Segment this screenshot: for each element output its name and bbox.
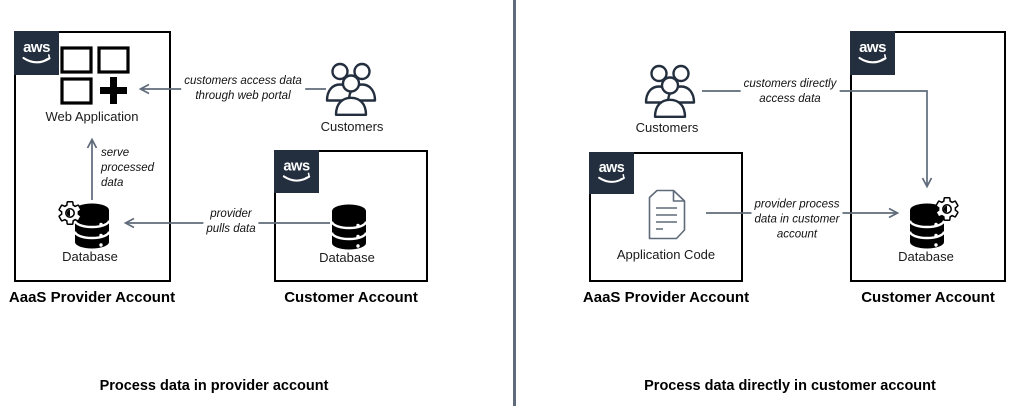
aws-logo-text: aws bbox=[283, 159, 310, 175]
aws-logo-text: aws bbox=[23, 39, 50, 56]
database-label: Database bbox=[62, 249, 118, 264]
divider-line bbox=[513, 0, 516, 406]
application-code-icon bbox=[648, 189, 686, 240]
right-diagram-caption: Process data directly in customer accoun… bbox=[644, 378, 936, 394]
aws-logo-icon: aws bbox=[14, 31, 59, 75]
customers-label: Customers bbox=[635, 120, 699, 135]
database-label: Database bbox=[319, 250, 375, 265]
customers-icon bbox=[325, 62, 377, 116]
arrow-label-process: provider process data in customer accoun… bbox=[751, 197, 843, 243]
arrow-label-direct-access: customers directly access data bbox=[740, 77, 840, 107]
aws-logo-icon: aws bbox=[850, 31, 895, 75]
database-icon bbox=[329, 204, 369, 250]
application-code-label: Application Code bbox=[616, 247, 716, 262]
database-icon bbox=[72, 203, 112, 249]
right-provider-account-box bbox=[589, 152, 743, 282]
gear-icon bbox=[56, 199, 84, 227]
right-provider-account-label: AaaS Provider Account bbox=[582, 289, 750, 306]
left-customer-account-label: Customer Account bbox=[284, 289, 418, 306]
arrow-label-access: customers access data through web portal bbox=[181, 74, 305, 104]
aws-logo-icon: aws bbox=[274, 150, 319, 193]
web-application-icon bbox=[60, 46, 132, 108]
aws-logo-text: aws bbox=[599, 160, 625, 176]
left-provider-account-label: AaaS Provider Account bbox=[8, 289, 176, 306]
web-application-label: Web Application bbox=[45, 109, 139, 124]
gear-icon bbox=[933, 195, 961, 223]
arrow-label-serve: serve processed data bbox=[101, 147, 155, 189]
aws-logo-text: aws bbox=[859, 39, 886, 56]
right-customer-account-label: Customer Account bbox=[861, 289, 995, 306]
arrow-label-pull: provider pulls data bbox=[203, 207, 259, 237]
aws-logo-icon: aws bbox=[589, 152, 634, 194]
left-diagram-caption: Process data in provider account bbox=[99, 378, 329, 394]
database-icon bbox=[907, 203, 947, 249]
database-label: Database bbox=[898, 249, 954, 264]
customers-label: Customers bbox=[320, 119, 384, 134]
left-provider-account-box bbox=[14, 31, 171, 282]
left-customer-account-box bbox=[274, 150, 428, 282]
customers-icon bbox=[644, 64, 696, 118]
